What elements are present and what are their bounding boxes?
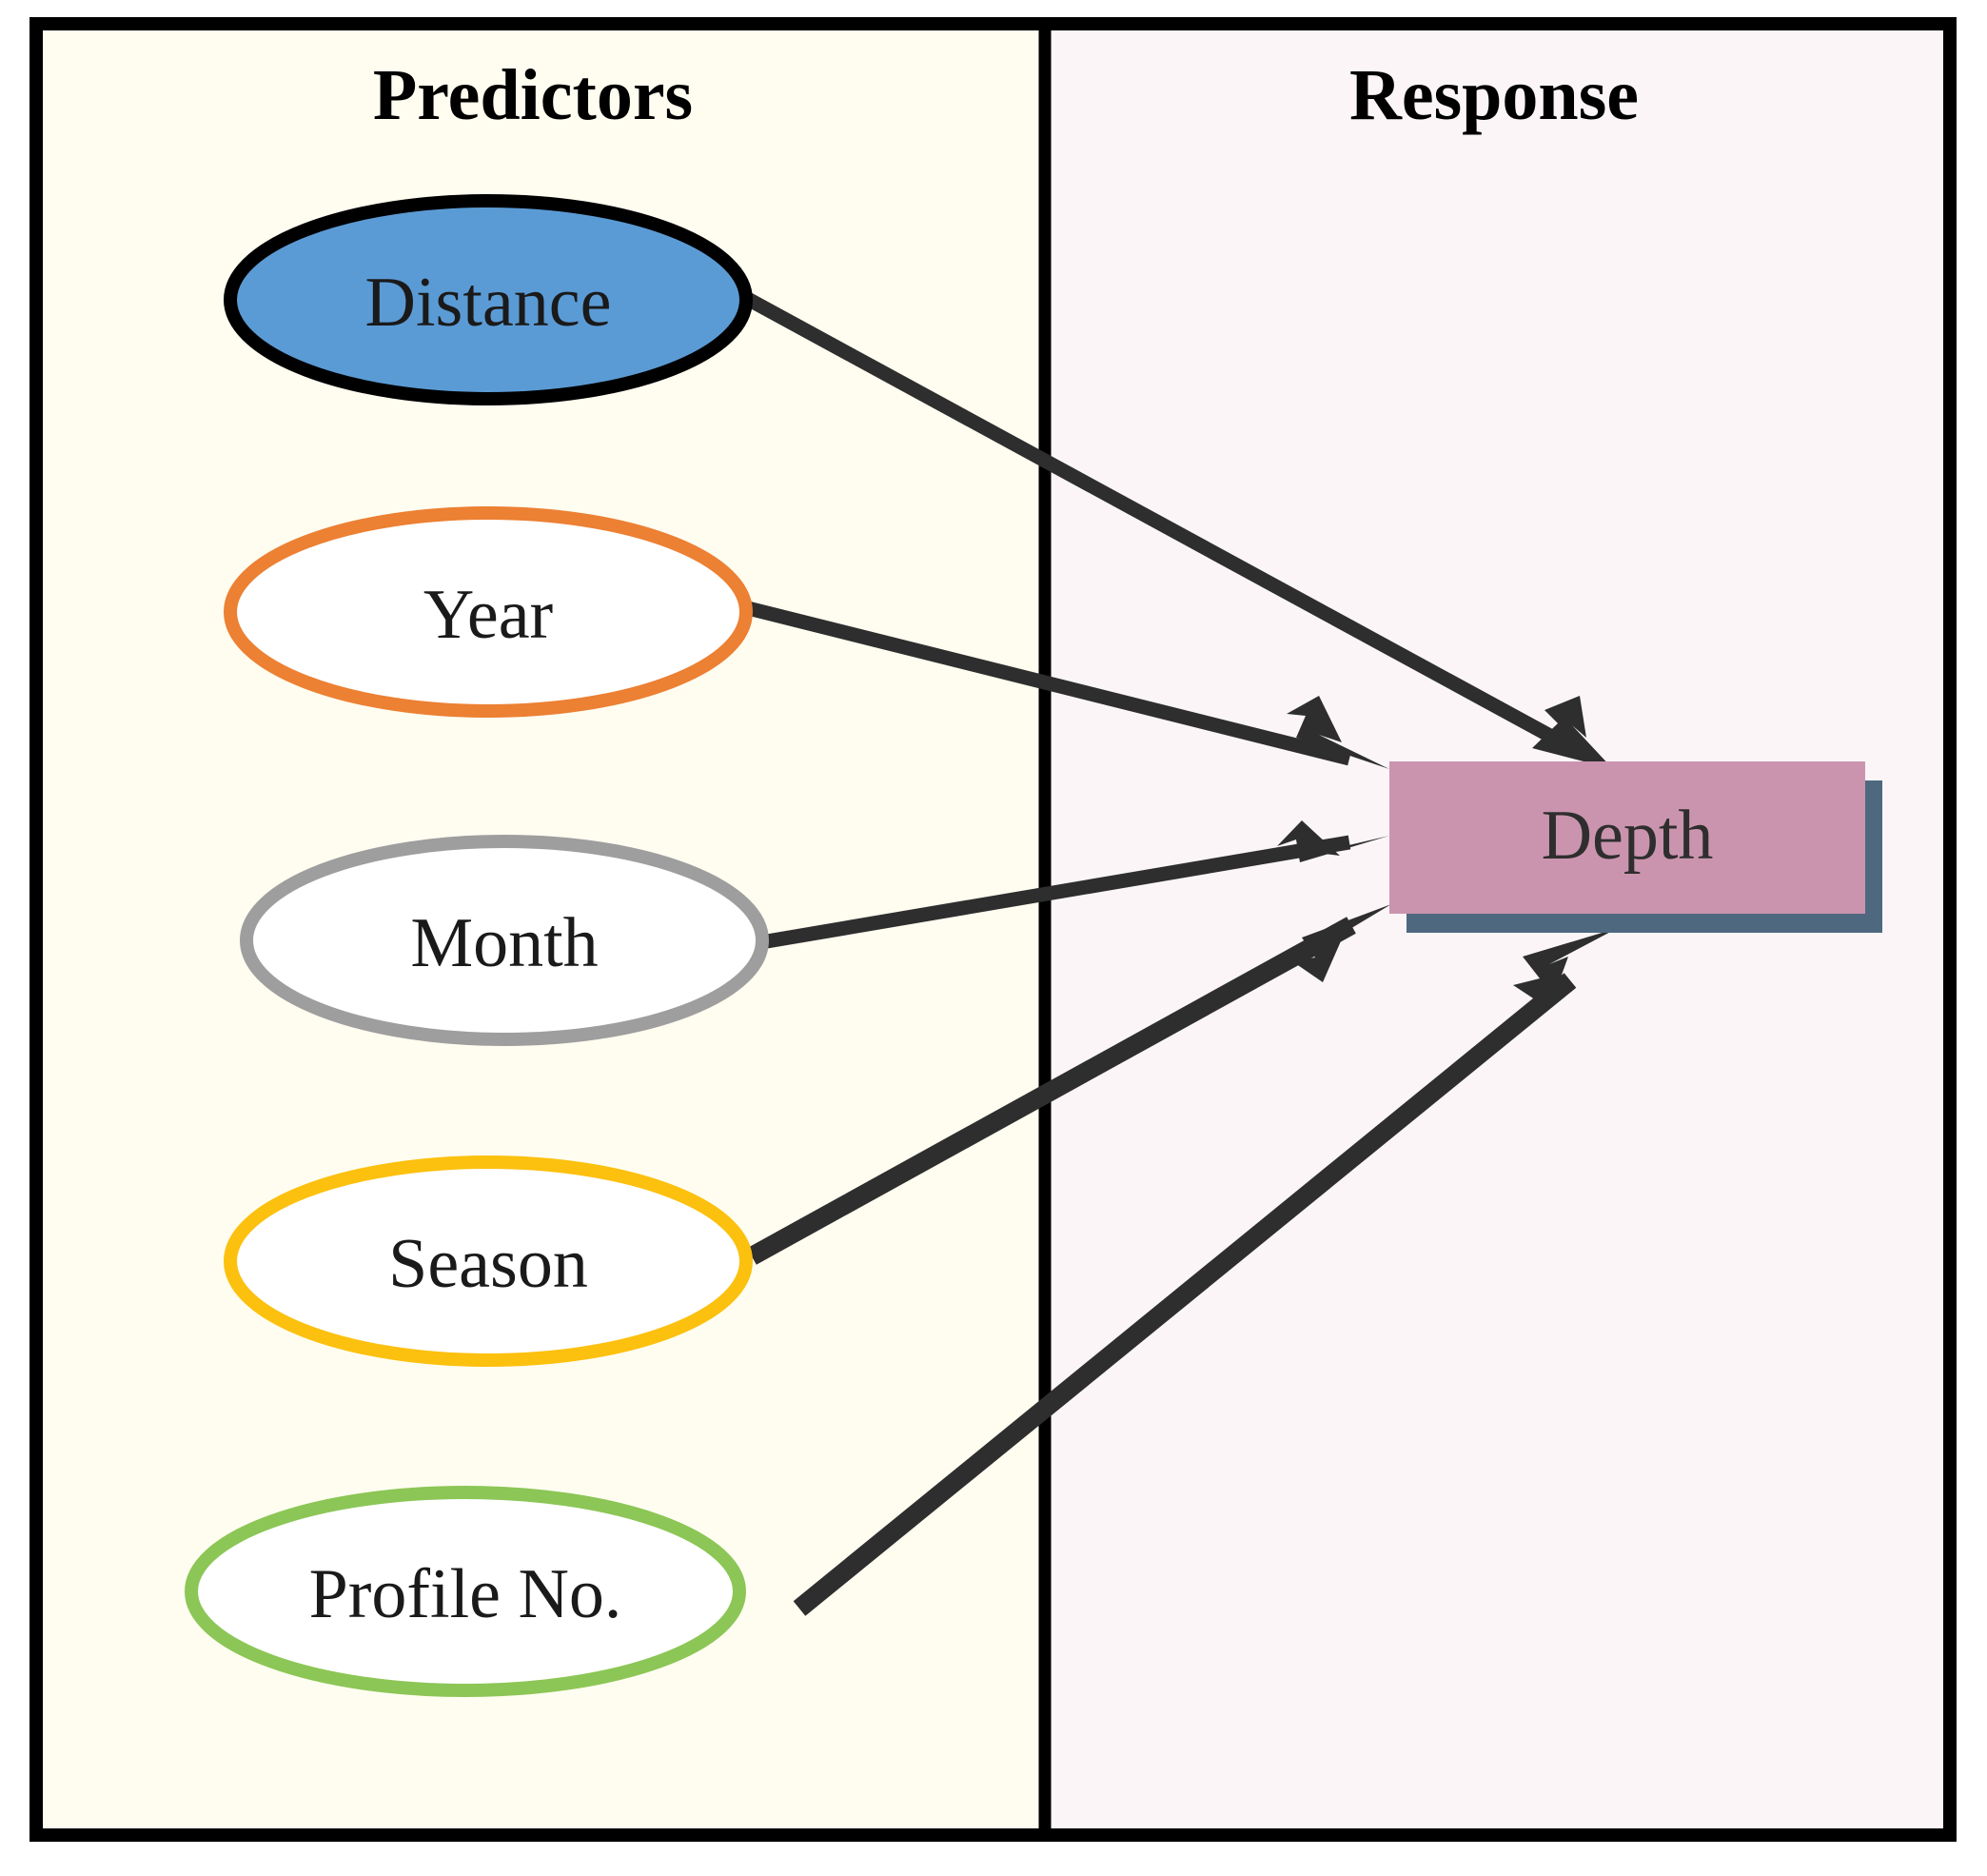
predictors-title: Predictors — [373, 55, 693, 135]
node-depth[interactable]: Depth — [1389, 761, 1882, 933]
response-title: Response — [1349, 55, 1639, 135]
node-season[interactable]: Season — [224, 1155, 753, 1367]
edge-distance-to-depth — [719, 279, 1613, 769]
node-label-profile-no: Profile No. — [309, 1555, 622, 1633]
node-label-depth: Depth — [1542, 797, 1714, 875]
outer-frame — [30, 17, 1957, 1842]
node-month[interactable]: Month — [240, 835, 769, 1046]
edge-month-to-depth — [759, 820, 1389, 950]
node-label-month: Month — [410, 904, 598, 982]
edge-layer — [719, 279, 1618, 1616]
edge-year-to-depth — [742, 600, 1389, 769]
edge-profileno-to-depth — [793, 928, 1618, 1616]
edge-season-to-depth — [747, 904, 1391, 1265]
node-profile-no[interactable]: Profile No. — [185, 1486, 746, 1697]
depth-box[interactable] — [1389, 761, 1865, 914]
node-distance[interactable]: Distance — [224, 194, 753, 405]
node-label-distance: Distance — [365, 264, 612, 342]
node-year[interactable]: Year — [224, 506, 753, 718]
node-label-season: Season — [388, 1225, 588, 1303]
node-label-year: Year — [423, 576, 553, 654]
